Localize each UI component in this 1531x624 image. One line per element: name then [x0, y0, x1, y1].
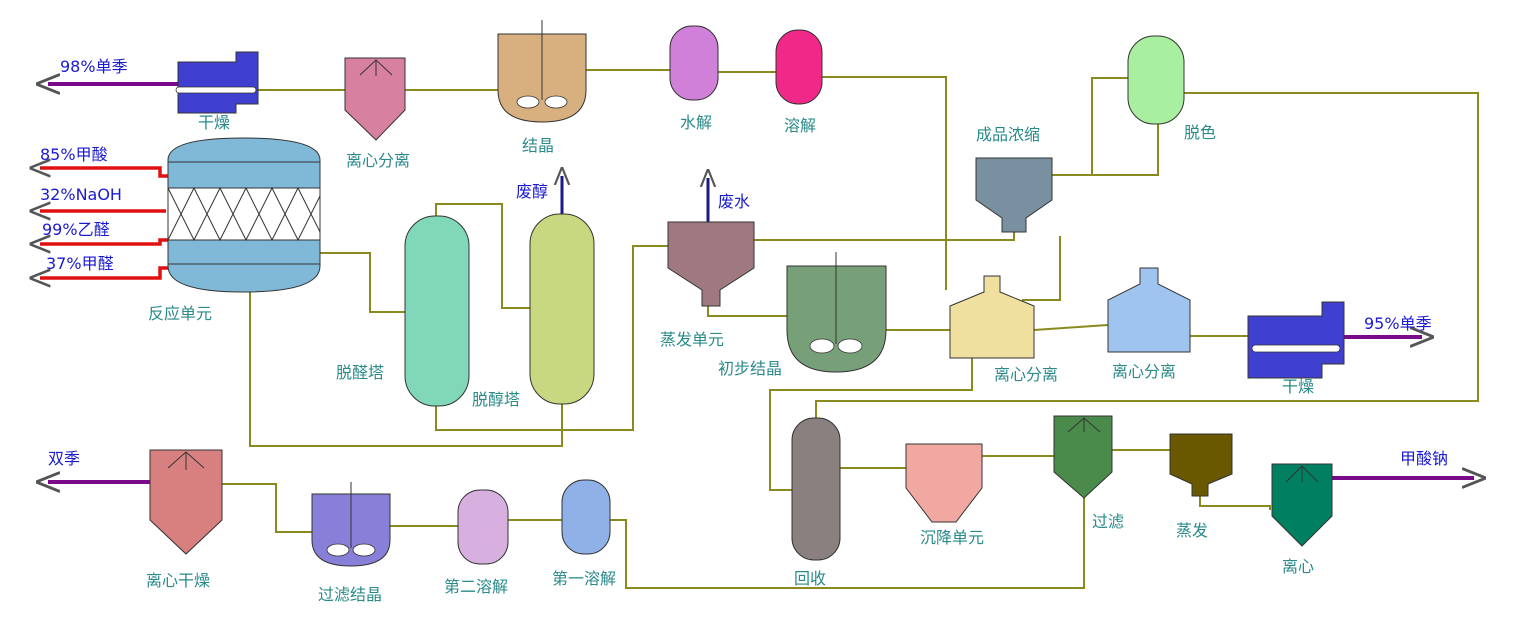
centrifuge-unit-3: [1107, 267, 1191, 353]
second-dissolve-vessel: [457, 489, 509, 565]
concentrator-hopper: [975, 157, 1053, 233]
first-dissolve-vessel: [561, 479, 611, 555]
dissolve-label: 溶解: [784, 116, 816, 135]
filter-unit: [1053, 415, 1113, 499]
primary-crystallizer: [786, 252, 887, 373]
dealcohol-label: 脱醇塔: [472, 390, 520, 409]
dealcohol-tower: [529, 213, 595, 405]
stream-double-label: 双季: [48, 449, 80, 468]
dry1-label: 干燥: [198, 113, 230, 132]
waste-alcohol-label: 废醇: [516, 182, 548, 201]
centrifuge1-label: 离心分离: [346, 151, 410, 170]
stream-32-label: 32%NaOH: [40, 185, 122, 204]
centrifuge-dryer: [149, 449, 223, 555]
decolor-vessel: [1127, 35, 1185, 125]
filter-label: 过滤: [1092, 512, 1124, 531]
centrifuge-unit-1: [344, 57, 406, 141]
crystallize-label: 结晶: [522, 136, 554, 155]
hydrolysis-label: 水解: [680, 113, 712, 132]
crystallizer-unit: [497, 20, 587, 123]
second-dissolve-label: 第二溶解: [444, 577, 508, 596]
filter-crystallizer: [311, 482, 391, 567]
recovery-column: [791, 417, 841, 561]
centrifuge4-label: 离心: [1282, 557, 1314, 576]
vent-pipes: [562, 176, 708, 222]
stream-99-label: 99%乙醛: [42, 220, 110, 239]
settling-hopper: [905, 443, 983, 523]
waste-water-label: 废水: [718, 192, 750, 211]
evaporation-label: 蒸发单元: [660, 330, 724, 349]
centrifuge-dry-label: 离心干燥: [146, 571, 210, 590]
stream-98-label: 98%单季: [60, 57, 128, 76]
stream-sodium-formate-label: 甲酸钠: [1400, 449, 1448, 468]
evaporate-label: 蒸发: [1176, 521, 1208, 540]
evaporator-hopper: [667, 221, 755, 307]
stream-95-label: 95%单季: [1364, 314, 1432, 333]
product-pipes: [48, 84, 1474, 482]
first-dissolve-label: 第一溶解: [552, 569, 616, 588]
centrifuge2-label: 离心分离: [994, 365, 1058, 384]
dryer-unit-2: [1247, 301, 1345, 379]
centrifuge-unit-2: [949, 275, 1035, 359]
primary-crystal-label: 初步结晶: [718, 359, 782, 378]
settling-label: 沉降单元: [920, 528, 984, 547]
feed-pipes: [40, 168, 170, 278]
dealdehyde-tower: [404, 215, 470, 407]
process-pipes: [222, 69, 1479, 589]
dry2-label: 干燥: [1282, 377, 1314, 396]
stream-85-label: 85%甲酸: [40, 145, 108, 164]
centrifuge3-label: 离心分离: [1112, 362, 1176, 381]
dryer-unit-1: [175, 51, 259, 114]
centrifuge-unit-4: [1271, 463, 1333, 547]
reactor-label: 反应单元: [148, 304, 212, 323]
recovery-label: 回收: [794, 569, 826, 588]
dissolve-vessel: [775, 29, 823, 105]
concentrate-label: 成品浓缩: [976, 125, 1040, 144]
decolor-label: 脱色: [1184, 123, 1216, 142]
filter-crystal-label: 过滤结晶: [318, 585, 382, 604]
evaporate-hopper: [1169, 433, 1233, 497]
dealdehyde-label: 脱醛塔: [336, 363, 384, 382]
stream-37-label: 37%甲醛: [46, 254, 114, 273]
hydrolysis-vessel: [669, 25, 719, 101]
reactor-unit: [167, 137, 321, 293]
